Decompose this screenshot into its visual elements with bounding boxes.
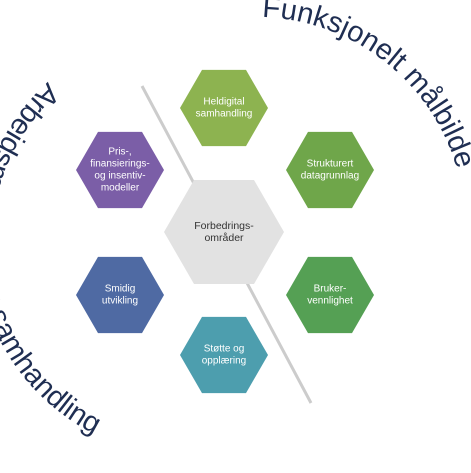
hexagon-brukervennlighet-label: Bruker- — [314, 284, 347, 295]
hexagon-heldigital-shape — [180, 69, 268, 147]
hexagon-smidig-shape — [76, 256, 164, 334]
hexagon-pris-shape — [76, 131, 164, 209]
hexagon-heldigital-label: Heldigital — [203, 97, 244, 108]
hexagon-stotte-label: Støtte og — [204, 344, 245, 355]
hexagon-pris-label: Pris-, — [108, 147, 131, 158]
hexagon-brukervennlighet-label: vennlighet — [307, 296, 353, 307]
hexagon-pris-label: finansierings- — [90, 159, 149, 170]
hexagon-strukturert-shape — [286, 131, 374, 209]
hexagon-strukturert-label: Strukturert — [307, 159, 354, 170]
hexagon-brukervennlighet: Bruker-vennlighet — [286, 256, 374, 334]
hexagon-smidig-label: utvikling — [102, 296, 138, 307]
hexagon-heldigital-label: samhandling — [196, 109, 253, 120]
hexagon-strukturert-label: datagrunnlag — [301, 171, 359, 182]
hexagon-stotte-label: opplæring — [202, 356, 246, 367]
hexagon-pris: Pris-,finansierings-og insentiv-modeller — [76, 131, 164, 209]
hexagon-group: HeldigitalsamhandlingStrukturertdatagrun… — [76, 69, 374, 394]
hexagon-center-shape — [164, 180, 284, 284]
arc-text-left: Arbeidsmetoder og samhandling — [0, 77, 106, 441]
hexagon-center-label: områder — [204, 232, 244, 244]
hexagon-smidig-label: Smidig — [105, 284, 136, 295]
arc-text-right: Funksjonelt målbilde — [261, 0, 471, 171]
hexagon-pris-label: og insentiv- — [94, 171, 145, 182]
hexagon-brukervennlighet-shape — [286, 256, 374, 334]
hexagon-pris-label: modeller — [101, 183, 140, 194]
hexagon-center-label: Forbedrings- — [194, 220, 254, 232]
hexagon-center: Forbedrings-områder — [164, 180, 284, 284]
hexagon-stotte-shape — [180, 316, 268, 394]
